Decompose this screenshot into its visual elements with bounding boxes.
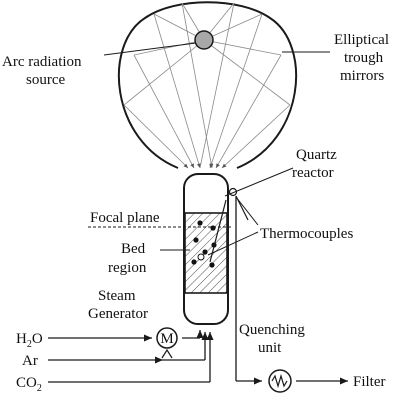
radiation-rays: [123, 2, 291, 169]
focal-plane-label: Focal plane: [90, 210, 160, 226]
filter-label: Filter: [353, 374, 386, 390]
arc-source: [194, 30, 214, 50]
mirror-label: Elliptical trough mirrors: [334, 32, 393, 84]
thermocouple-tip: [197, 253, 205, 261]
arc-source-leader: [103, 42, 197, 56]
thermocouples-label: Thermocouples: [260, 226, 353, 242]
quartz-reactor-label: Quartz reactor: [292, 147, 341, 181]
inlet-piping: [48, 330, 214, 383]
steam-generator-label: Steam Generator: [88, 288, 148, 322]
steam-generator-icon: M: [160, 331, 173, 347]
wave-icon: [271, 373, 288, 389]
quartz-leader: [224, 167, 294, 197]
h2o-label: H2O: [16, 331, 43, 350]
steam-generator-symbol: [156, 327, 178, 349]
bed-region-label: Bed region: [108, 241, 149, 276]
ar-label: Ar: [22, 353, 38, 369]
elliptical-mirror: [117, 1, 298, 169]
arc-source-label: Arc radiation source: [2, 54, 85, 88]
co2-label: CO2: [16, 375, 42, 394]
thermocouple-leader-1: [235, 196, 259, 226]
outlet-piping: [235, 196, 348, 385]
thermocouple-leader-2: [207, 231, 259, 256]
steam-generator-feed: [161, 348, 173, 359]
quenching-unit-label: Quenching unit: [239, 322, 309, 356]
